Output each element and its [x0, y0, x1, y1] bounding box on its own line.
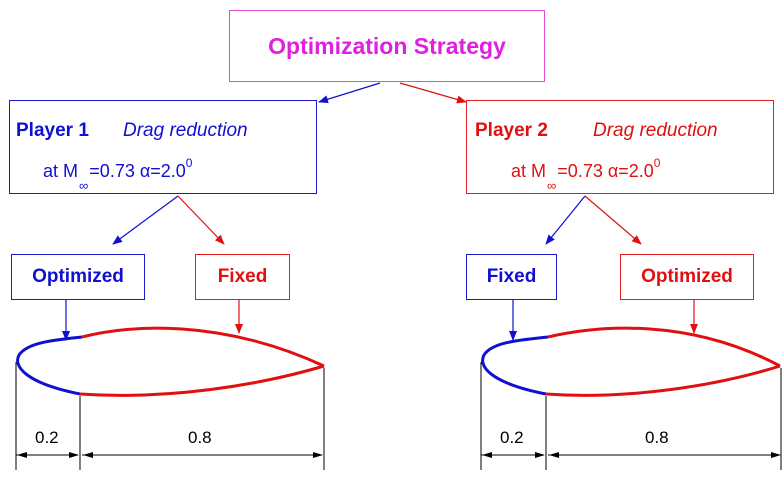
airfoil-2-lower-surface [545, 364, 781, 397]
player-1-right-segment-label: Fixed [217, 266, 268, 287]
player-2-condition: at M∞=0.73 α=2.00 [511, 156, 660, 193]
arrow-title-to-player2 [399, 82, 467, 104]
player-2-cond-mid: =0.73 α=2.0 [557, 161, 654, 181]
player-1-left-segment-box: Optimized [11, 254, 145, 300]
arrow-p2-to-left [545, 195, 586, 245]
dimension-rear-1: 0.8 [188, 428, 212, 447]
player-2-right-segment-box: Optimized [620, 254, 754, 300]
player-1-cond-sup: 0 [185, 156, 193, 170]
strategy-title-box: Optimization Strategy [229, 10, 545, 82]
airfoil-1-leading-edge [16, 335, 83, 396]
player-2-cond-prefix: at M [511, 161, 547, 181]
dimension-front-1: 0.2 [35, 428, 59, 447]
player-2-right-segment-label: Optimized [641, 266, 733, 287]
player-1-cond-sub: ∞ [79, 178, 89, 193]
strategy-title: Optimization Strategy [268, 33, 506, 59]
airfoil-2-leading-edge [481, 335, 549, 396]
player-2-cond-sub: ∞ [547, 178, 557, 193]
player-1-left-segment-label: Optimized [32, 266, 124, 287]
player-2-left-segment-label: Fixed [486, 266, 537, 287]
player-2-goal: Drag reduction [593, 120, 718, 141]
airfoil-1 [16, 326, 325, 397]
player-2-name: Player 2 [475, 120, 548, 141]
player-1-right-segment-box: Fixed [195, 254, 290, 300]
arrow-p1-to-left [112, 195, 179, 245]
arrow-title-to-player1 [318, 82, 381, 104]
player-1-name: Player 1 [16, 120, 89, 141]
player-1-cond-mid: =0.73 α=2.0 [89, 161, 186, 181]
player-1-box: Player 1 Drag reduction at M∞=0.73 α=2.0… [9, 100, 317, 194]
arrow-p2-to-right [584, 195, 642, 245]
arrow-p1-to-right [177, 195, 225, 245]
player-1-goal: Drag reduction [123, 120, 248, 141]
dimension-rear-2: 0.8 [645, 428, 669, 447]
airfoil-1-upper-surface [81, 326, 325, 368]
dimension-lines-2 [480, 362, 782, 470]
dimension-front-2: 0.2 [500, 428, 524, 447]
player-1-cond-prefix: at M [43, 161, 79, 181]
airfoil-1-lower-surface [79, 364, 325, 397]
dimension-lines-1 [15, 362, 325, 470]
player-1-condition: at M∞=0.73 α=2.00 [43, 156, 192, 193]
player-2-box: Player 2 Drag reduction at M∞=0.73 α=2.0… [466, 100, 774, 194]
airfoil-2-upper-surface [547, 326, 781, 368]
player-2-cond-sup: 0 [653, 156, 661, 170]
player-2-left-segment-box: Fixed [466, 254, 557, 300]
airfoil-2 [481, 326, 781, 397]
